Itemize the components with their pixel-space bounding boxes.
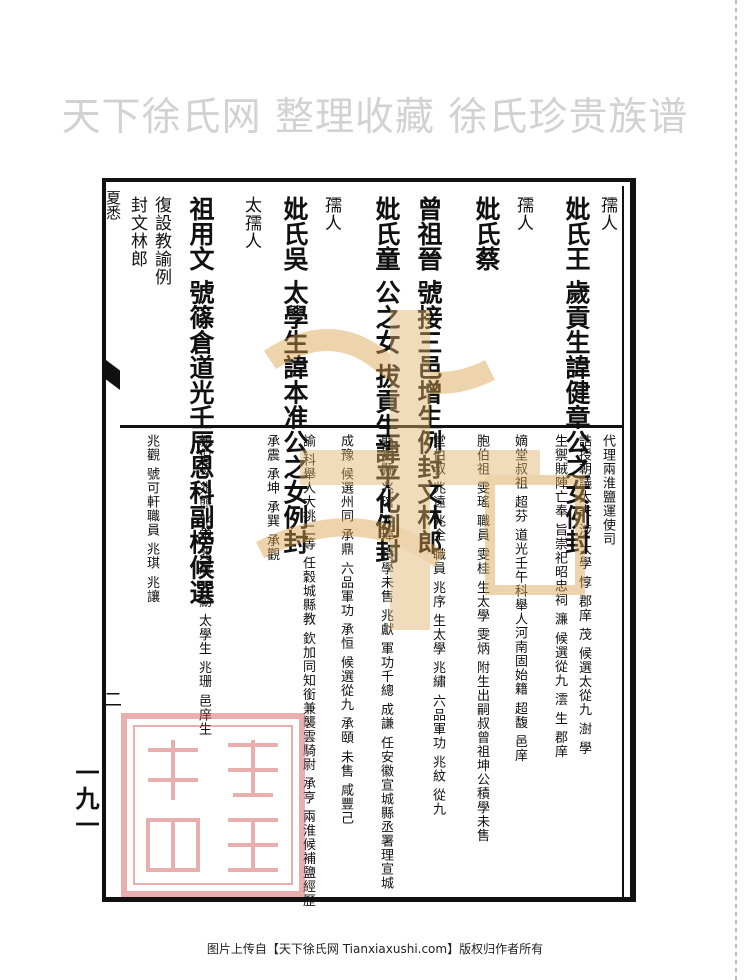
lower-col-10: 承震 承坤 承巽 承觀 [264,434,279,562]
watermark-text: 天下徐氏网 整理收藏 徐氏珍贵族谱 [61,95,689,140]
folio-number: 一九一 [71,760,100,838]
lower-col-7: 縣知縣 兆琯 兆瑋 積學未售 兆獻 軍功千總 成謙 任安徽宣城縣丞署理宣城 [378,434,393,890]
lower-col-4: 嫡堂叔祖 超芬 道光壬午科舉人河南固始籍 超馥 邑庠 [512,434,527,763]
register-divider [120,425,624,428]
upper-col-9: 太孺人 [241,196,261,250]
lower-col-11: 親伯叔 兆熊 兆棠 兆京 兆勳 太學生 兆珊 邑庠生 [196,434,211,736]
lower-col-8: 成豫 候選州同 承鼎 六品軍功 承恒 候選從九 承頤 未售 咸豐己 [338,434,353,826]
upper-col-10: 祖用文 號篠倉道光壬辰恩科副榜候選 [186,196,215,605]
upper-col-2: 妣氏王 歲貢生諱健章公之女例封 [562,196,591,555]
lower-col-12: 兆觀 號可軒職員 兆琪 兆讓 [144,434,159,604]
upper-col-11: 復設教諭例 [151,196,171,286]
collection-seal [121,713,305,897]
lower-col-3: 生禦賊陣亡奉 旨崇祀昭忠祠 濂 候選從九 澐 生 郡庠 [552,434,567,759]
upper-col-1: 孺人 [597,196,617,232]
lower-col-5: 胞伯祖 雯瑤 職員 雯桂 生太學 雯炳 附生出嗣叔曾祖坤公積學未售 [474,434,489,843]
lower-col-6: 堂伯叔 兆遠 兆全 職員 兆序 生太學 兆繡 六品軍功 兆紋 從九 [430,434,445,817]
upper-col-5: 曾祖晉 號接三邑增生例封文林郎 [414,196,443,555]
lower-col-1: 代理兩淮鹽運使司 [600,434,615,546]
upper-col-7: 孺人 [321,196,341,232]
spine-leaf-number: 二 [101,690,122,708]
watermark-emblem [255,310,585,630]
scan-edge [735,0,737,980]
upper-col-3: 孺人 [513,196,533,232]
page-frame [102,178,636,902]
upper-col-12: 封文林郎 [127,196,147,268]
upper-col-4: 妣氏蔡 [472,196,501,271]
copyright-footer: 图片上传自【天下徐氏网 Tianxiaxushi.com】版权归作者所有 [206,942,544,956]
lower-col-9: 諭 科舉人大挑二等 任穀城縣教 欽加同知銜兼襲雲騎尉 承亨 兩淮候補鹽經歷 [300,434,315,908]
frame-inner-rule [622,186,624,898]
upper-col-6: 妣氏童 公之女 拔貢生諱平化例封 [372,196,401,564]
spine-title: 夏悉 [104,190,122,220]
upper-col-8: 妣氏吳 太學生諱本准公之女例封 [280,196,309,555]
lower-col-2: 誥授朝議大夫 涉 太學 惇 郡庠 茂 候選太從九 澍 學 [576,434,591,756]
